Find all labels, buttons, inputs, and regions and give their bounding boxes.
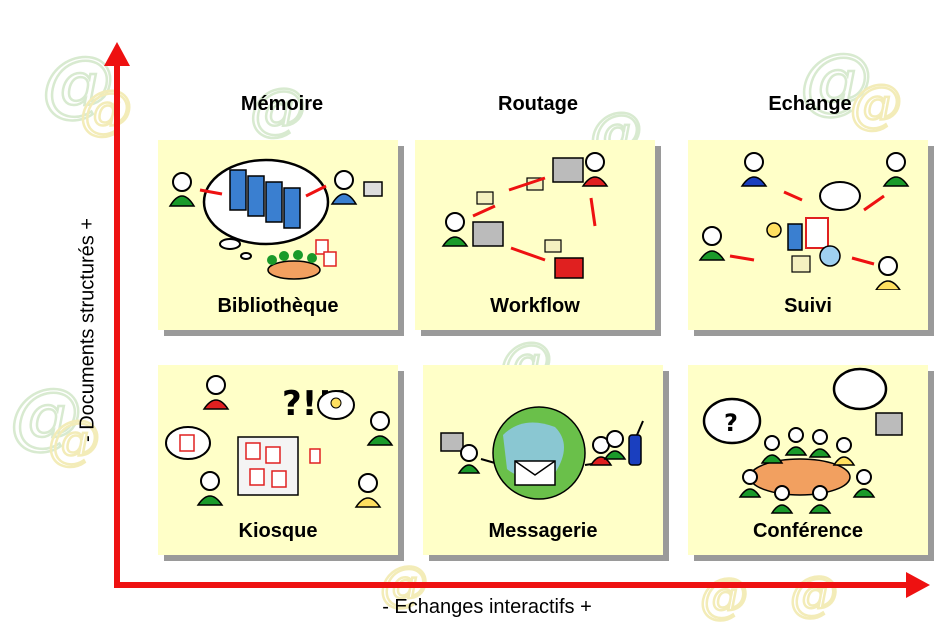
y-axis-label: - Documents structurés + xyxy=(76,218,99,442)
watermark-at-icon: @ xyxy=(790,566,838,622)
watermark-at-icon: @ xyxy=(800,38,872,122)
watermark-at-icon: @ xyxy=(42,41,114,125)
watermark-at-icon: @ xyxy=(80,81,132,141)
card-conference[interactable]: ? Conférence xyxy=(688,365,928,555)
x-axis-arrow-icon xyxy=(906,572,930,598)
card-messagerie[interactable]: Messagerie xyxy=(423,365,663,555)
watermark-at-icon: @ xyxy=(250,77,306,142)
kiosk-illustration-icon: ?!!! xyxy=(165,375,394,508)
y-axis-arrow-icon xyxy=(104,42,130,66)
messaging-illustration-icon xyxy=(440,406,644,500)
card-bibliotheque[interactable]: Bibliothèque xyxy=(158,140,398,330)
column-header-memoire: Mémoire xyxy=(240,93,324,115)
watermark-at-icon: @ xyxy=(850,75,902,135)
card-label: Workflow xyxy=(490,295,580,317)
watermark-at-icon: @ xyxy=(48,411,100,471)
x-axis-label: - Echanges interactifs + xyxy=(382,596,592,618)
column-header-routage: Routage xyxy=(498,93,578,115)
card-label: Kiosque xyxy=(238,520,318,542)
card-label: Suivi xyxy=(784,295,832,317)
workflow-illustration-icon xyxy=(441,152,609,279)
card-label: Conférence xyxy=(752,520,864,542)
watermark-at-icon: @ xyxy=(10,373,82,457)
svg-text:?: ? xyxy=(724,409,738,437)
card-kiosque[interactable]: ?!!! Kiosque xyxy=(158,365,398,555)
conference-illustration-icon: ? xyxy=(702,367,903,514)
card-suivi[interactable]: Suivi xyxy=(688,140,928,330)
tracking-illustration-icon xyxy=(698,152,910,290)
column-header-echange: Echange xyxy=(768,93,852,115)
watermark-at-icon: @ xyxy=(700,568,748,624)
library-illustration-icon xyxy=(168,158,383,280)
card-workflow[interactable]: Workflow xyxy=(415,140,655,330)
card-label: Messagerie xyxy=(488,520,598,542)
card-label: Bibliothèque xyxy=(217,295,339,317)
